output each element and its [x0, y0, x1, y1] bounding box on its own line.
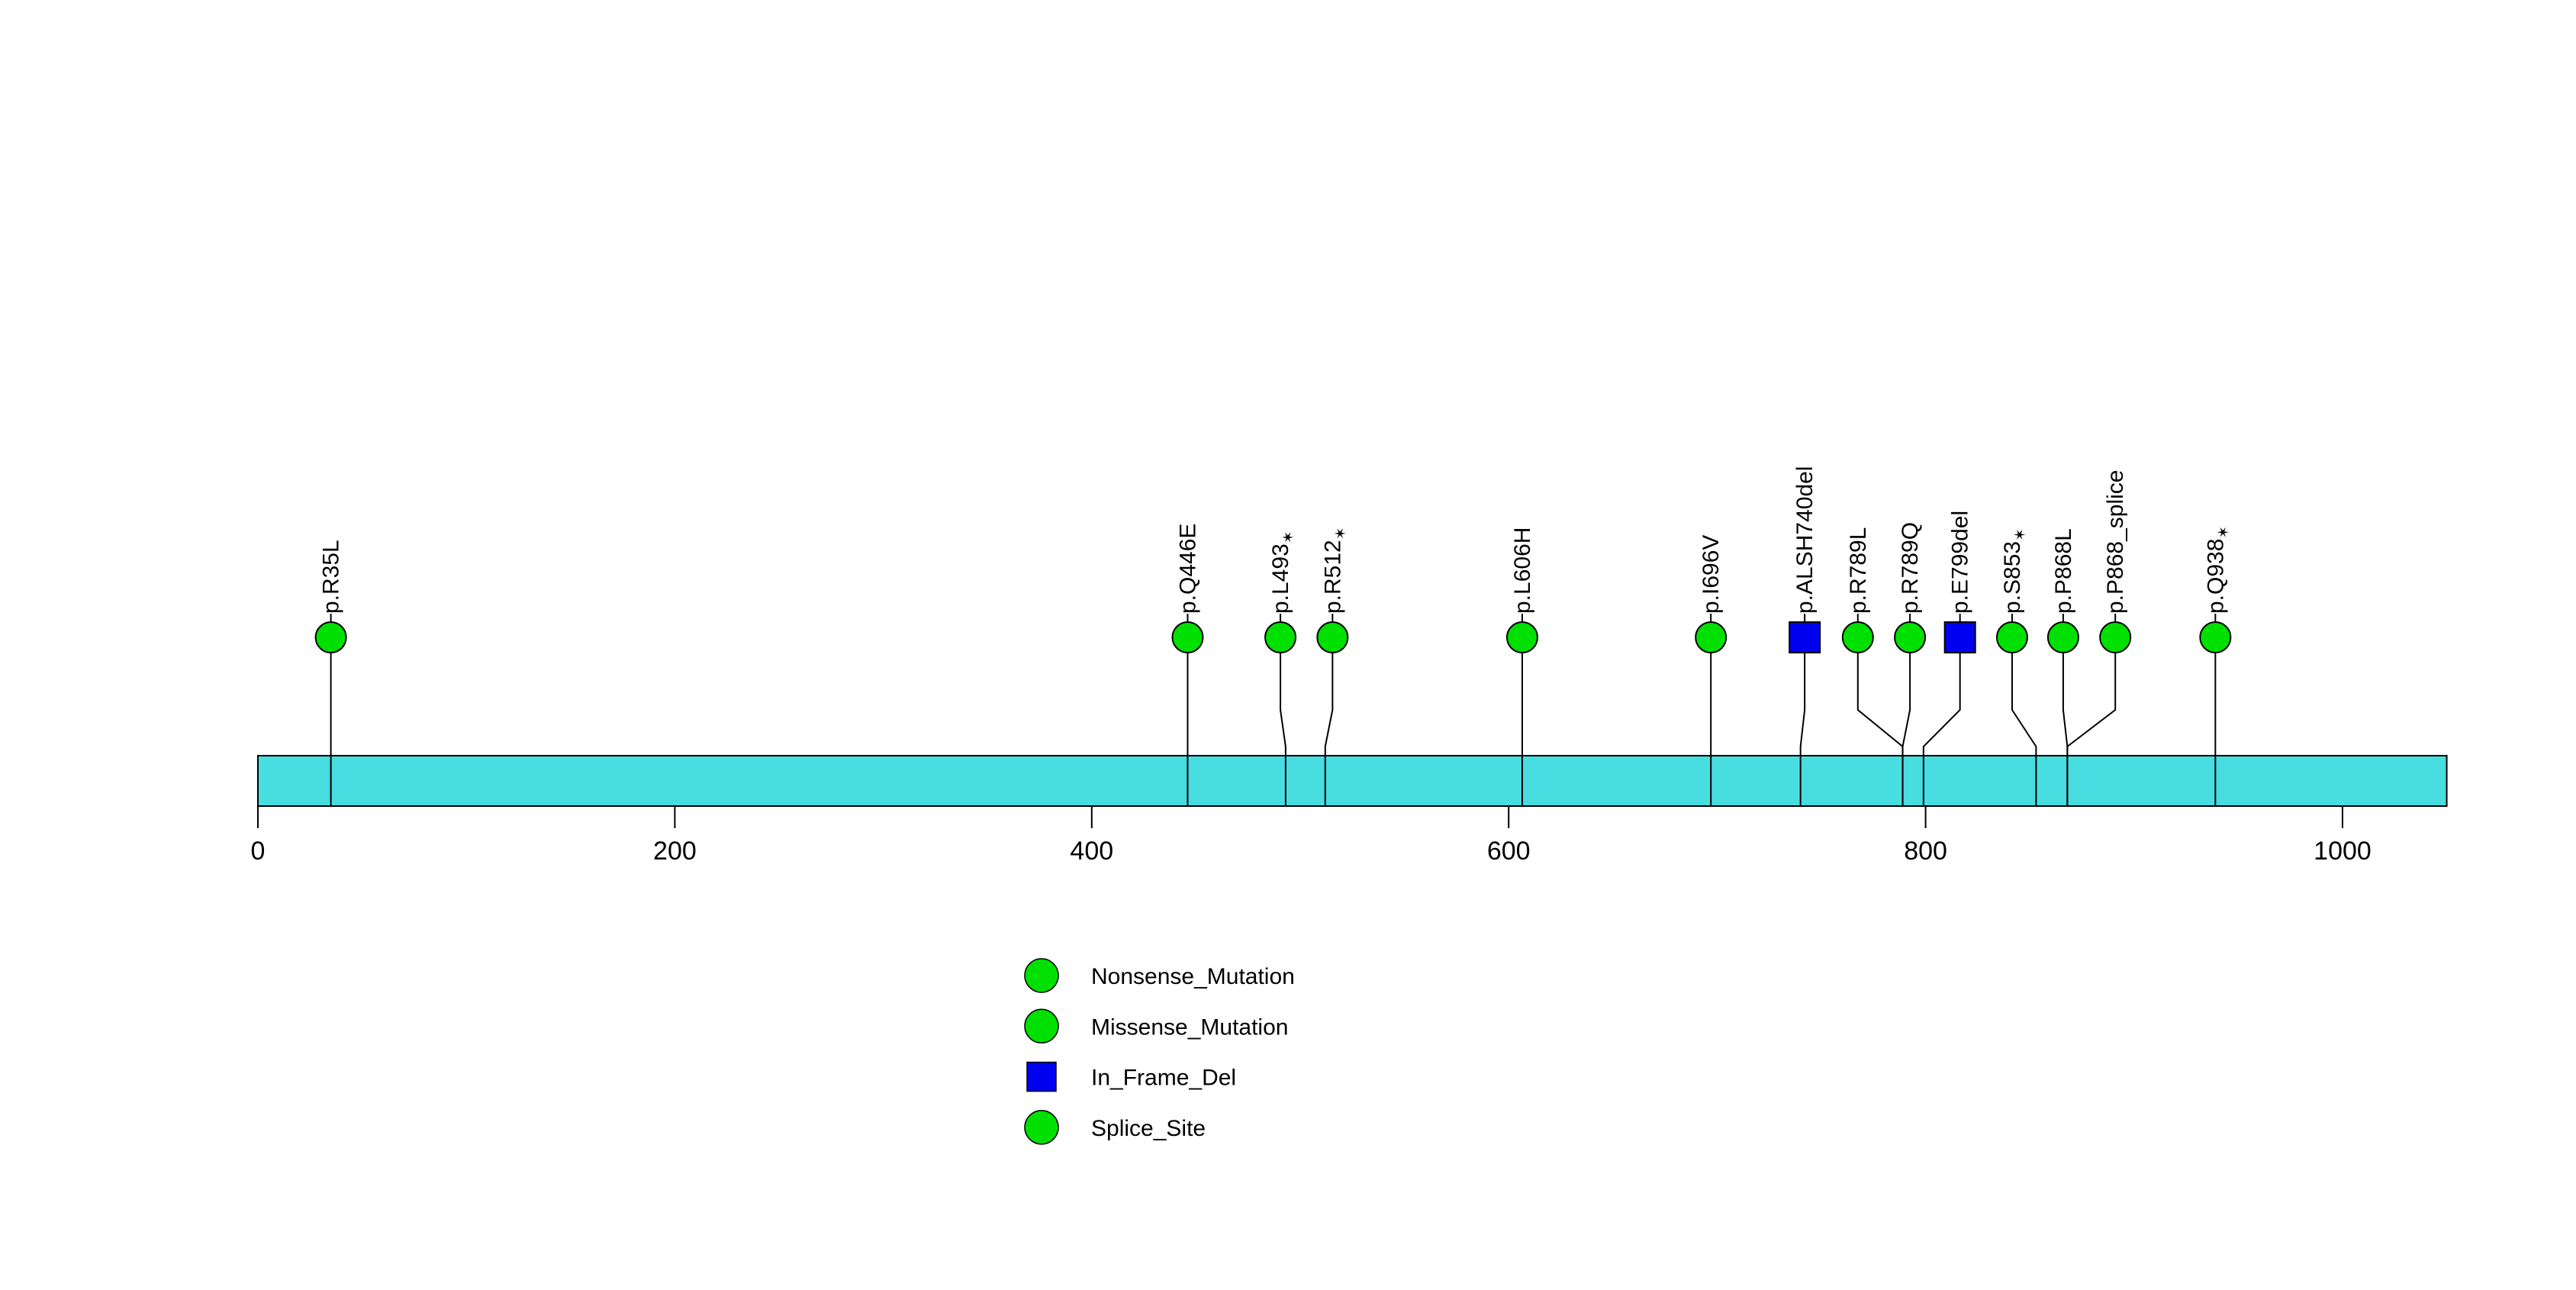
- mutation-label: p.Q446E: [1175, 524, 1200, 614]
- mutation-label: p.L606H: [1510, 527, 1535, 614]
- mutation-marker-circle: [1841, 621, 1874, 653]
- mutation-marker-circle: [1171, 621, 1204, 653]
- mutation-marker-circle: [314, 621, 347, 653]
- mutation-marker-square: [1789, 621, 1821, 653]
- nonsense-star-glyph: ✶: [2215, 526, 2232, 539]
- mutation-label: p.L493✶: [1268, 531, 1297, 614]
- protein-backbone: [257, 755, 2448, 807]
- mutation-marker-circle: [1505, 621, 1538, 653]
- legend-label: Nonsense_Mutation: [1091, 964, 1295, 989]
- mutation-label: p.P868_splice: [2103, 470, 2128, 614]
- mutation-stick: [1324, 614, 1334, 805]
- mutation-stick: [1280, 614, 1286, 805]
- mutation-marker-circle: [1995, 621, 2028, 653]
- axis-tick-label: 400: [1070, 837, 1113, 866]
- mutation-label: p.P868L: [2051, 528, 2076, 614]
- mutation-marker-circle: [2099, 621, 2132, 653]
- nonsense-star-glyph: ✶: [1332, 527, 1349, 540]
- mutation-label: p.S853✶: [2000, 528, 2029, 614]
- mutation-label: p.R512✶: [1320, 527, 1349, 614]
- mutation-stick: [1901, 614, 1911, 805]
- mutation-label: p.R35L: [319, 540, 344, 614]
- mutation-label: p.R789L: [1846, 527, 1871, 614]
- legend-label: In_Frame_Del: [1091, 1066, 1236, 1091]
- mutation-label: p.E799del: [1948, 511, 1973, 614]
- axis-tick-label: 200: [653, 837, 697, 866]
- mutation-label: p.ALSH740del: [1792, 466, 1818, 614]
- mutation-marker-circle: [1264, 621, 1297, 653]
- axis-tick-label: 0: [251, 837, 266, 866]
- legend-marker-circle: [1024, 958, 1059, 993]
- axis-tick-label: 600: [1487, 837, 1531, 866]
- legend-label: Splice_Site: [1091, 1116, 1206, 1141]
- nonsense-star-glyph: ✶: [2012, 528, 2029, 541]
- mutation-marker-circle: [2199, 621, 2232, 653]
- legend-marker-circle: [1024, 1008, 1059, 1044]
- mutation-marker-circle: [1316, 621, 1349, 653]
- mutation-marker-circle: [1894, 621, 1927, 653]
- mutation-stick: [2011, 614, 2037, 805]
- axis-tick-label: 1000: [2314, 837, 2372, 866]
- nonsense-star-glyph: ✶: [1280, 531, 1297, 543]
- mutation-label: p.R789Q: [1898, 522, 1923, 614]
- mutation-label: p.I696V: [1699, 535, 1724, 614]
- legend-label: Missense_Mutation: [1091, 1014, 1288, 1040]
- mutation-label: p.Q938✶: [2203, 526, 2232, 614]
- mutation-stick: [2066, 614, 2117, 805]
- axis-tick-label: 800: [1904, 837, 1947, 866]
- mutation-marker-circle: [1695, 621, 1728, 653]
- mutation-stick: [1922, 614, 1961, 805]
- legend-marker-circle: [1024, 1110, 1059, 1145]
- mutation-stick: [1799, 614, 1806, 805]
- legend-marker-square: [1026, 1061, 1057, 1092]
- mutation-marker-square: [1943, 621, 1976, 653]
- mutation-marker-circle: [2046, 621, 2079, 653]
